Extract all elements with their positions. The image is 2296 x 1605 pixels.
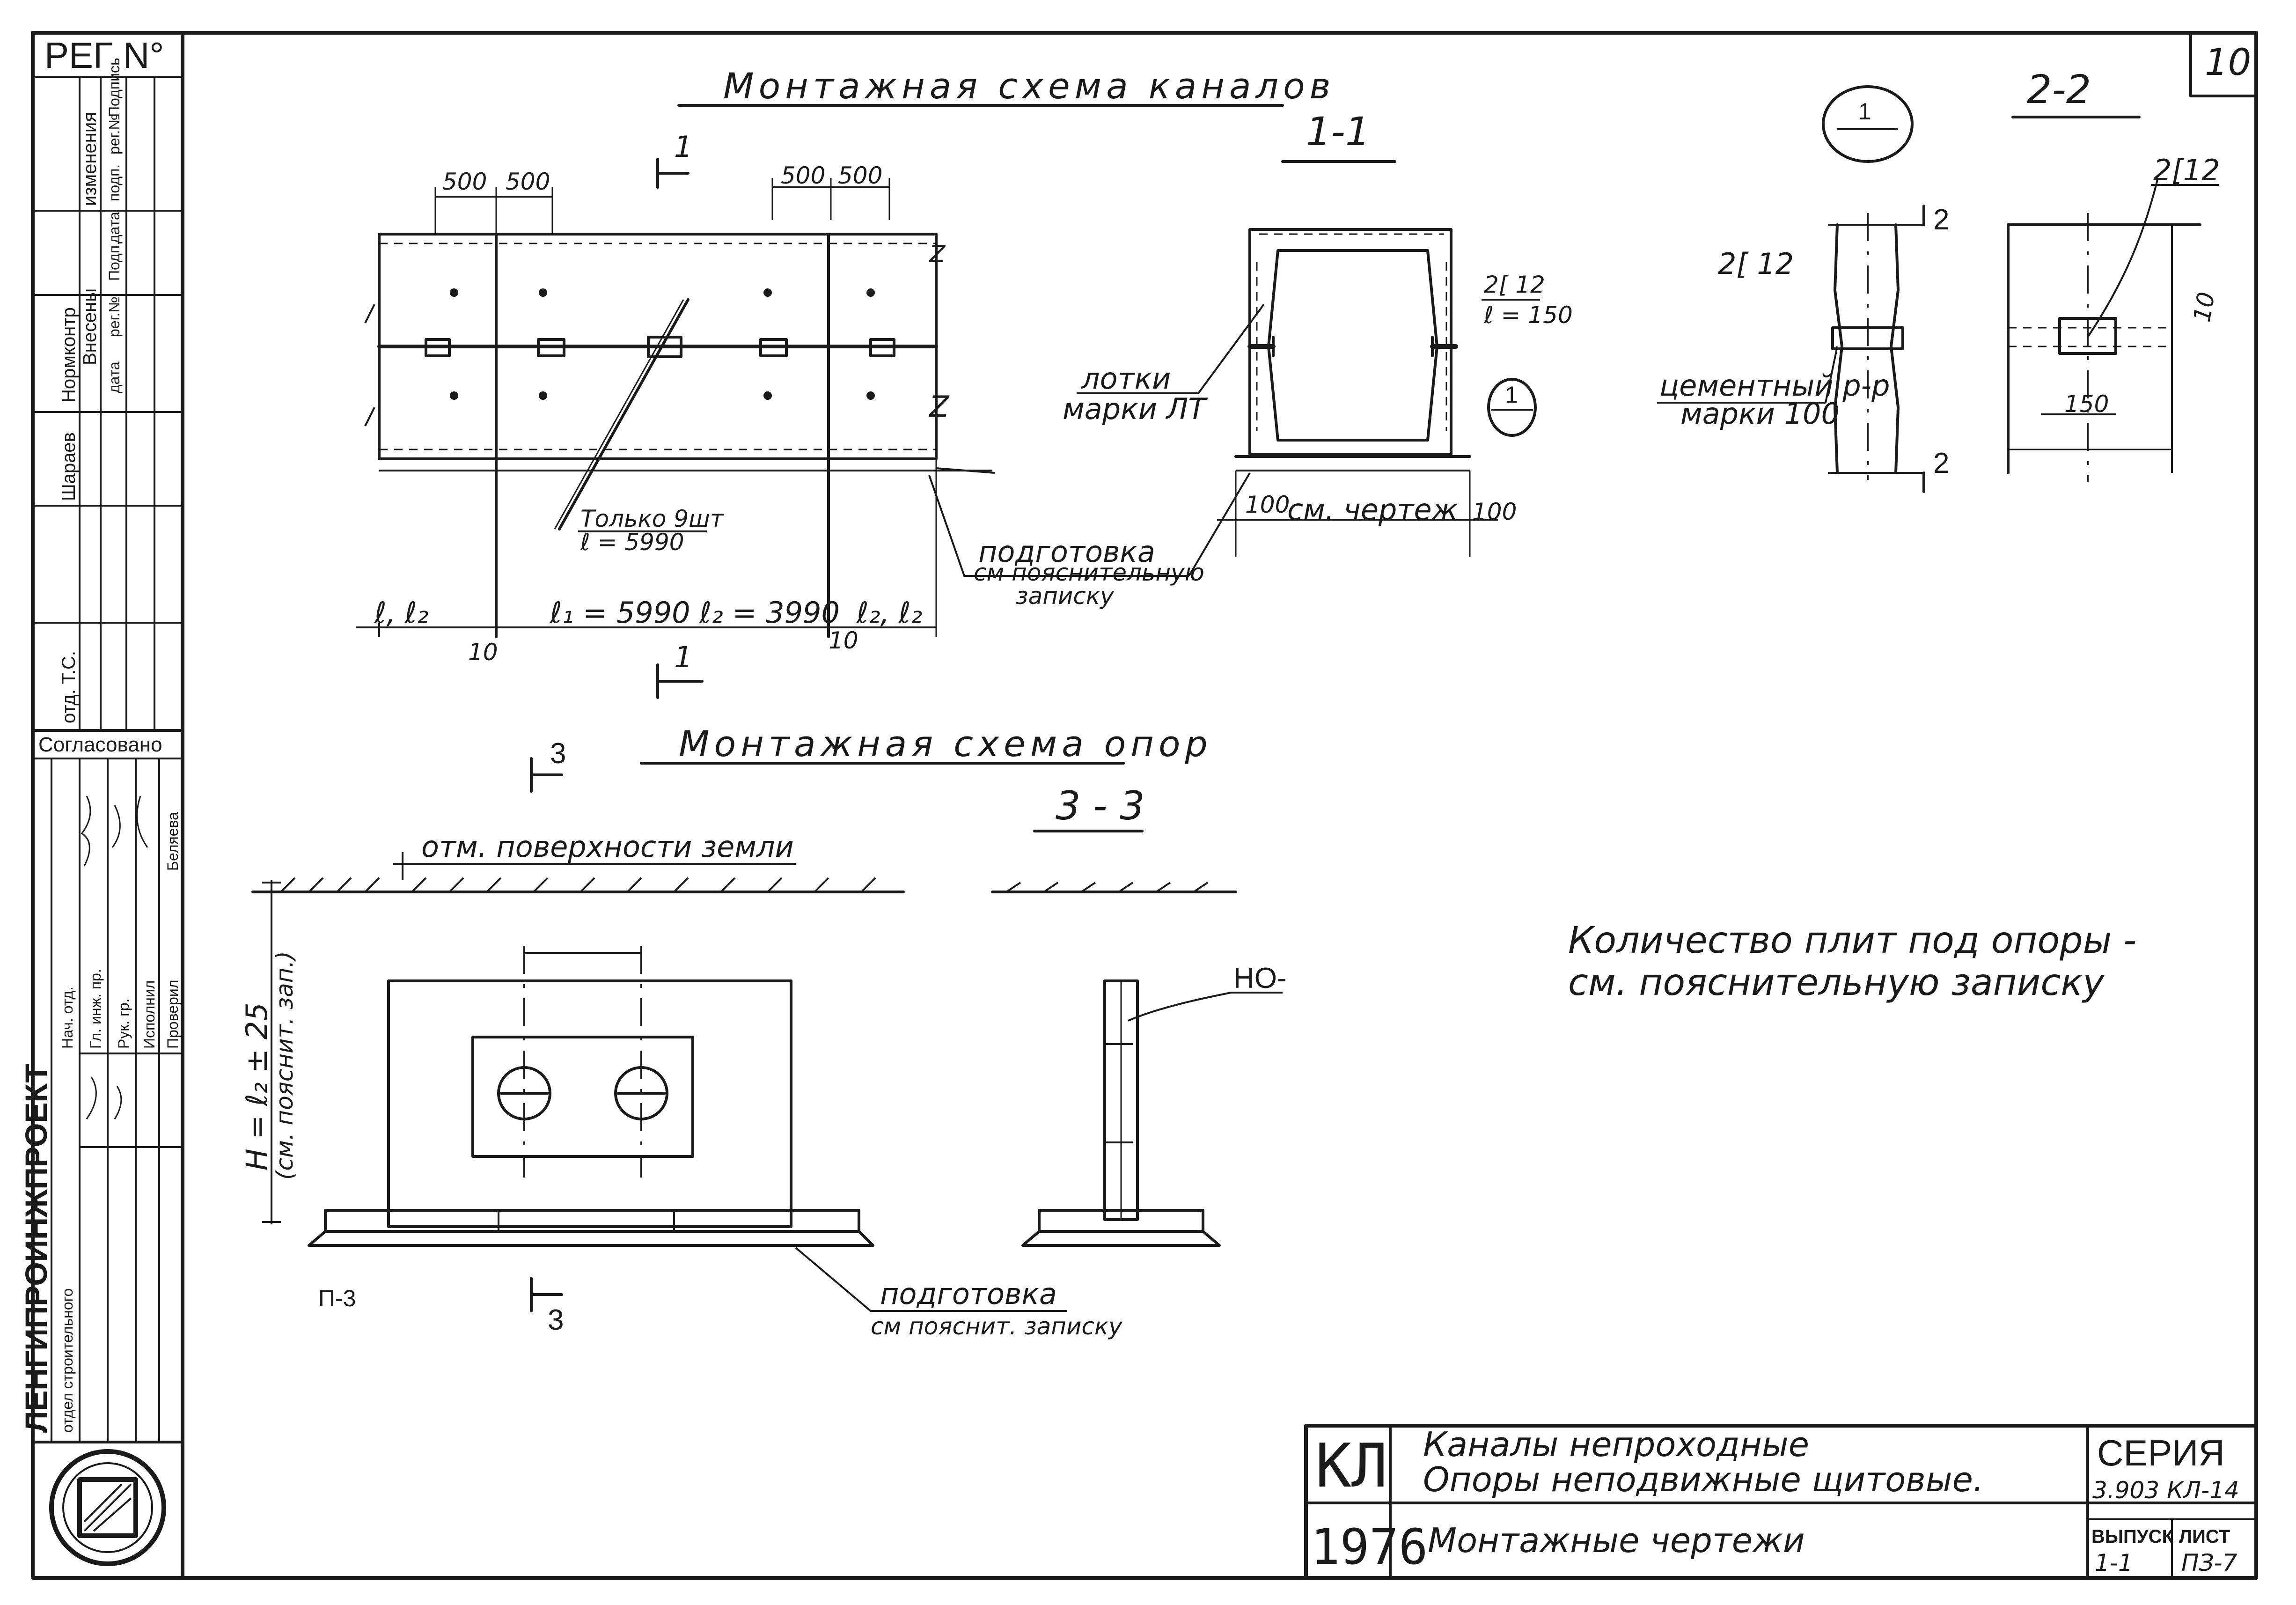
axis-left: 10	[468, 639, 498, 666]
section-mark-bottom: 2	[1933, 447, 1949, 479]
section-1-1-bubble: 1	[1505, 382, 1518, 408]
prep-note-1: см пояснительную	[974, 559, 1204, 586]
stamp-sign-2: отд. Т.С.	[59, 651, 79, 723]
bottom-dim-right: ℓ₂, ℓ₂	[856, 596, 922, 630]
stamp-org: ЛЕНГИПРОИНЖПРОЕКТ	[19, 1064, 53, 1433]
note-line-2: см. пояснительную записку	[1568, 962, 2105, 1004]
stamp-dept: отдел строительного	[59, 1288, 76, 1433]
dim-top-left-1: 500	[506, 168, 550, 195]
stamp-agreed: Согласовано	[38, 733, 162, 756]
section-1-1-title: 1-1	[1306, 109, 1370, 155]
issue-value: 1-1	[2095, 1549, 2133, 1576]
issue-label: ВЫПУСК	[2091, 1526, 2174, 1547]
stamp-sub-6: Подпись	[106, 58, 123, 117]
scheme-channels-title: Монтажная схема каналов	[723, 65, 1335, 107]
axis-right: 10	[829, 627, 858, 654]
prep-note-2: записку	[1016, 582, 1115, 610]
cement-label: цементный р-р	[1659, 368, 1890, 403]
prep-label: подготовка	[978, 535, 1155, 569]
dim-left-100: 100	[1245, 491, 1290, 518]
title-year: 1976	[1311, 1518, 1428, 1576]
dim-10: 10	[2188, 290, 2220, 324]
section-3-3: 3 - 3 НО-	[991, 783, 1287, 1247]
series-label: СЕРИЯ	[2097, 1432, 2225, 1473]
sheet-label: ЛИСТ	[2179, 1526, 2230, 1547]
page-number-box: 10	[2189, 31, 2258, 97]
z-mark-bottom: Z	[928, 390, 950, 424]
stamp-sub-2: Подп.	[106, 241, 123, 281]
series-value: 3.903 КЛ-14	[2092, 1477, 2239, 1504]
stamp-role-1: Гл. инж. пр.	[87, 969, 104, 1049]
dim-top-left-0: 500	[442, 168, 487, 195]
cut-mark-3-bottom: 3	[548, 1304, 564, 1336]
cut-mark-top: 1	[674, 130, 692, 164]
note-only-9: Только 9шт	[580, 505, 725, 532]
sheet-value: ПЗ-7	[2181, 1549, 2237, 1576]
support-prep-note: см пояснит. записку	[871, 1313, 1123, 1340]
stamp-header-2: изменения	[80, 112, 100, 206]
ground-level-label: отм. поверхности земли	[421, 830, 794, 864]
section-1-1: 1-1 лотки марки ЛТ 2[ 12 ℓ = 150 1 100 с…	[1063, 109, 1573, 577]
title-name-1: Каналы непроходные	[1423, 1425, 1809, 1464]
note-length: ℓ = 5990	[580, 529, 684, 556]
stamp-sub-4: подп.	[106, 164, 123, 201]
stamp-sign-1: Шараев	[59, 432, 79, 501]
title-name-2: Опоры неподвижные щитовые.	[1423, 1460, 1984, 1499]
org-logo-icon	[49, 1449, 166, 1566]
stamp-header-0: Нормконтр	[59, 307, 79, 403]
section-3-3-title: 3 - 3	[1056, 783, 1145, 829]
note-line-1: Количество плит под опоры -	[1568, 920, 2136, 962]
channel-left-label: 2[ 12	[1718, 247, 1794, 281]
stamp-role-2: Рук. гр.	[115, 999, 132, 1049]
section-mark-top: 2	[1933, 204, 1949, 236]
channel-right-label: 2[12	[2153, 153, 2220, 187]
stamp-sign-3: Беляева	[164, 812, 181, 871]
section-2-2: 1 2-2 2[ 12 2 2 цементный р-р марки 100 …	[1657, 66, 2220, 493]
height-note: H = ℓ₂ ± 25	[240, 1002, 274, 1171]
slab-mark: П-3	[318, 1285, 356, 1311]
scheme-channels: Монтажная схема каналов 1 500 500 500 50…	[356, 65, 1335, 699]
cut-mark-3-top: 3	[550, 737, 566, 770]
stamp-role-3: Исполнил	[141, 980, 158, 1049]
side-stamp: РЕГ N° Нормконтр Внесены изменения дата …	[19, 35, 184, 1566]
cement-mark: марки 100	[1680, 397, 1840, 431]
title-name-3: Монтажные чертежи	[1428, 1521, 1805, 1560]
dim-see-drawing: см. чертеж	[1287, 493, 1458, 527]
scheme-supports: Монтажная схема опор 3 отм. поверхности …	[240, 723, 1212, 1340]
section-2-2-bubble: 1	[1858, 98, 1871, 125]
channel-length: ℓ = 150	[1483, 302, 1573, 329]
stamp-role-4: Проверил	[164, 980, 181, 1049]
cut-mark-bottom: 1	[674, 640, 692, 674]
z-mark-top: Z	[928, 241, 946, 268]
title-code: КЛ	[1315, 1431, 1387, 1501]
reg-number-label: РЕГ N°	[44, 35, 164, 76]
stamp-header-1: Внесены	[80, 288, 100, 365]
dim-150: 150	[2064, 390, 2109, 418]
dim-top-right-1: 500	[838, 162, 882, 189]
page-number: 10	[2205, 42, 2251, 84]
scheme-supports-title: Монтажная схема опор	[679, 723, 1212, 765]
stamp-sub-5: рег.№	[106, 114, 123, 155]
support-prep-label: подготовка	[880, 1277, 1057, 1311]
stamp-sub-3: дата	[106, 212, 123, 243]
dim-right-100: 100	[1472, 498, 1517, 525]
height-subnote: (см. пояснит. зап.)	[271, 951, 298, 1180]
trays-label: лотки	[1081, 361, 1171, 396]
general-note: Количество плит под опоры - см. поясните…	[1568, 920, 2136, 1004]
bottom-dim-left: ℓ, ℓ₂	[374, 596, 429, 630]
section-2-2-title: 2-2	[2027, 66, 2091, 112]
channel-label: 2[ 12	[1484, 271, 1545, 298]
stamp-sub-1: рег.№	[106, 296, 123, 337]
dim-top-right-0: 500	[781, 162, 825, 189]
stamp-role-0: Нач. отд.	[59, 987, 76, 1049]
title-block: КЛ 1976 Каналы непроходные Опоры неподви…	[1304, 1424, 2258, 1580]
stamp-sub-0: дата	[106, 361, 123, 393]
trays-mark: марки ЛТ	[1063, 392, 1208, 426]
section-3-3-mark: НО-	[1233, 962, 1287, 994]
bottom-dim-middle: ℓ₁ = 5990 ℓ₂ = 3990	[550, 596, 840, 630]
